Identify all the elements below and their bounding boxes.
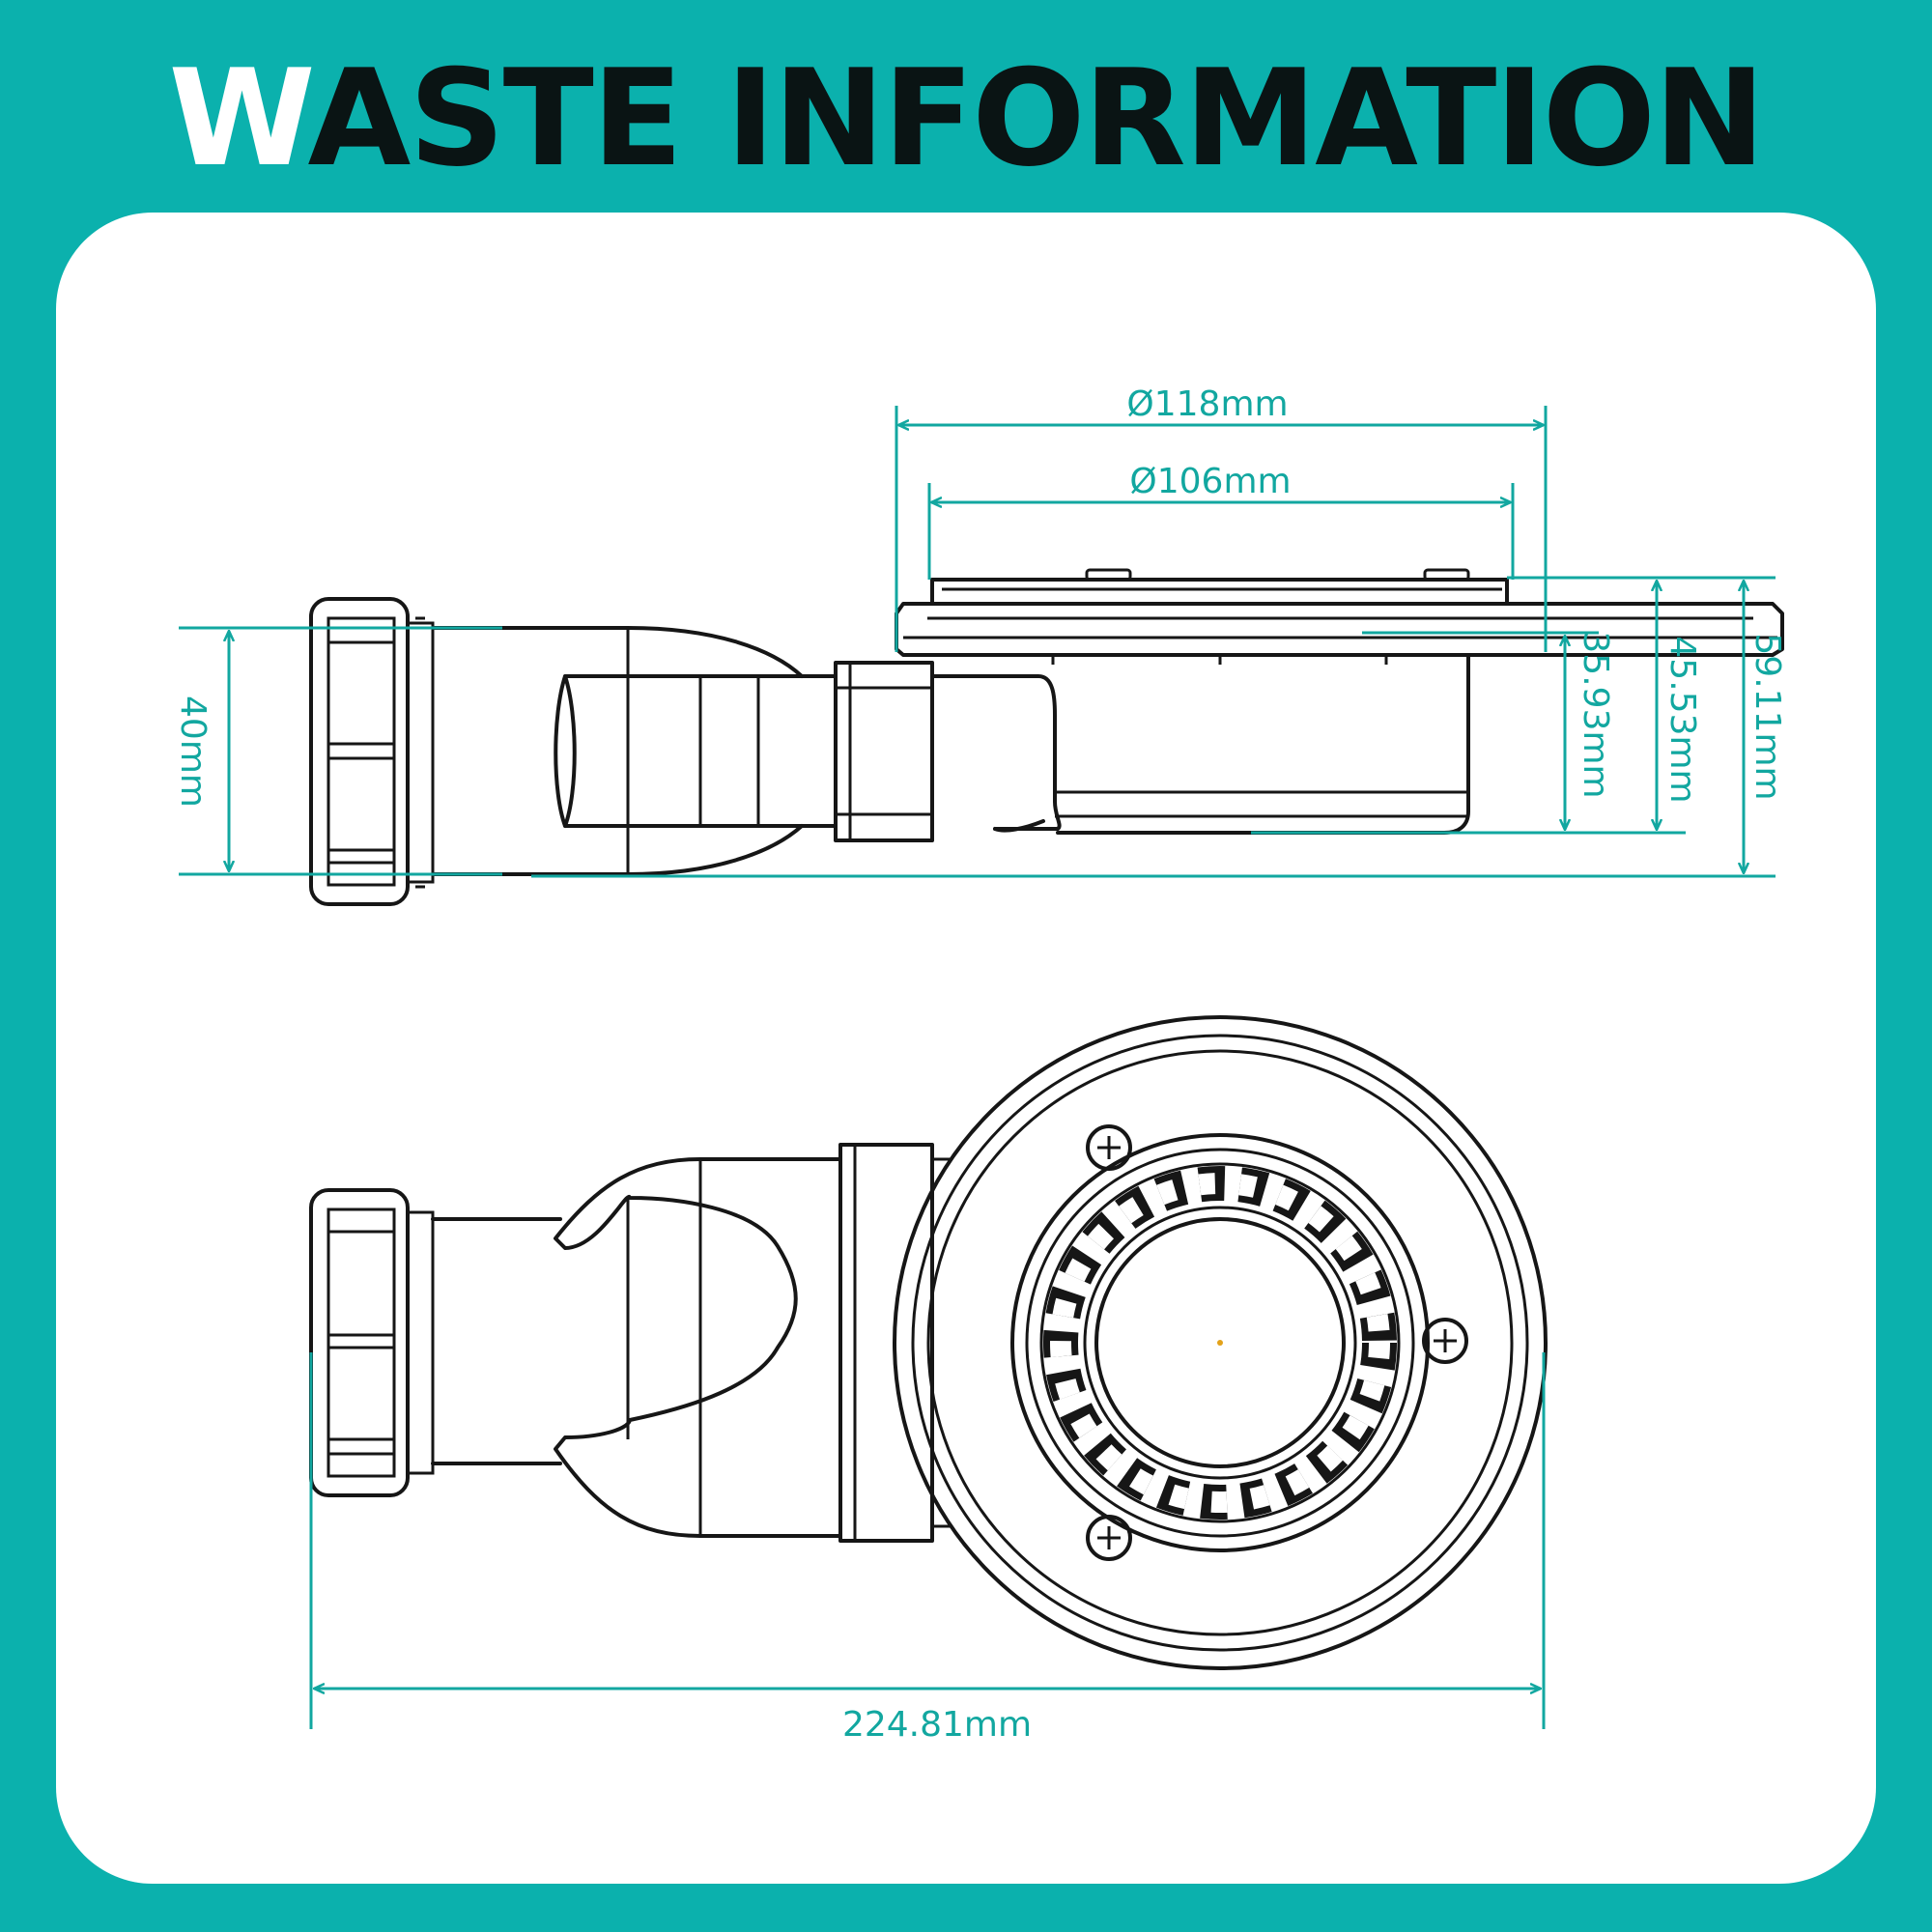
side-pipe — [431, 626, 1062, 876]
title-first-letter: W — [168, 41, 309, 196]
top-outlet-nut — [309, 1188, 435, 1497]
dim-body-height: 35.93mm — [1565, 631, 1615, 830]
title-rest: ASTE INFORMATION — [307, 41, 1766, 196]
dim-body-height-label: 35.93mm — [1576, 631, 1615, 798]
side-trap-body — [895, 568, 1784, 835]
dim-total-height: 59.11mm — [1744, 581, 1787, 873]
dim-flange-height: 45.53mm — [1657, 581, 1702, 830]
side-view: Ø118mm Ø106mm 40mm 35.93mm 45.53mm — [173, 384, 1787, 906]
dim-inner-diameter: Ø106mm — [927, 462, 1515, 580]
dim-outlet-label: 40mm — [173, 696, 213, 808]
screw-icon — [1086, 1515, 1132, 1561]
screw-icon — [1086, 1124, 1132, 1171]
top-trap-body — [893, 1015, 1548, 1670]
side-outlet-nut — [309, 597, 435, 906]
dim-flange-height-label: 45.53mm — [1662, 636, 1702, 803]
dim-total-height-label: 59.11mm — [1747, 633, 1787, 800]
diagram-card — [56, 213, 1876, 1884]
dim-outer-diameter-label: Ø118mm — [1126, 384, 1288, 424]
top-pipe — [431, 1143, 952, 1543]
screw-icon — [1422, 1318, 1468, 1364]
dim-inner-diameter-label: Ø106mm — [1129, 462, 1291, 501]
top-view: 224.81mm — [309, 1015, 1548, 1745]
dim-total-length: 224.81mm — [309, 1352, 1546, 1745]
page-title: WASTE INFORMATION — [0, 46, 1932, 191]
dim-outer-diameter: Ø118mm — [895, 384, 1548, 652]
dim-outlet: 40mm — [173, 626, 502, 876]
dim-total-length-label: 224.81mm — [842, 1705, 1032, 1745]
